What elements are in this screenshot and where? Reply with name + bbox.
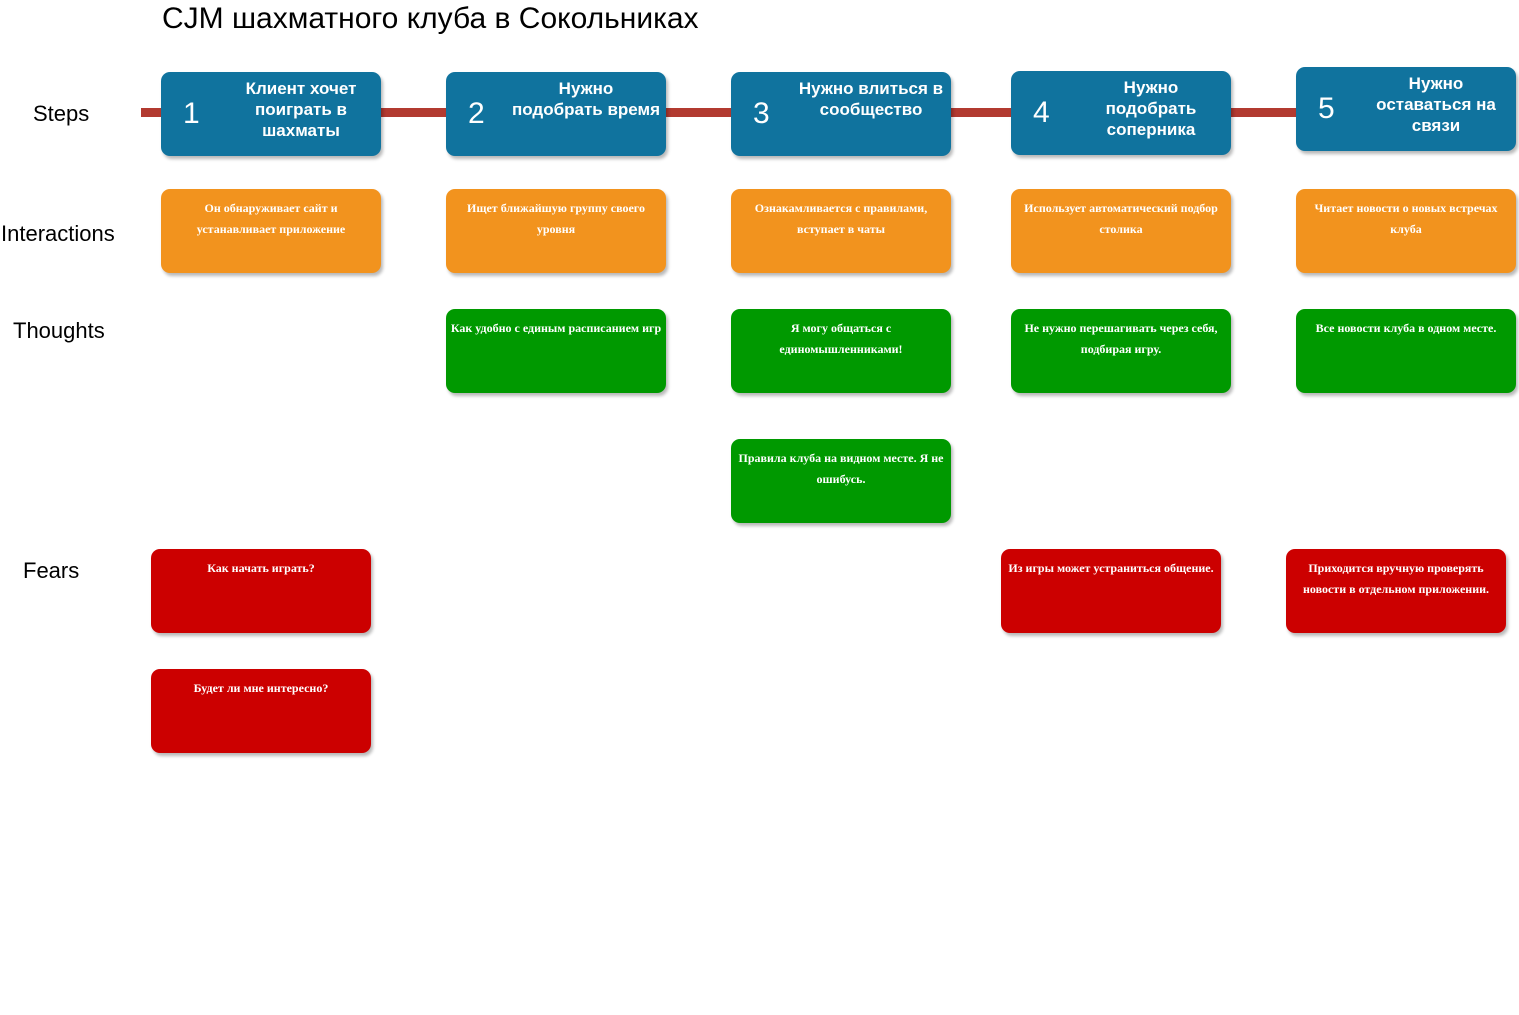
step-number: 1 — [183, 97, 200, 130]
interaction-text: Читает новости о новых встречах клуба — [1314, 201, 1498, 236]
timeline-connector — [141, 108, 1303, 117]
row-label-interactions: Interactions — [1, 221, 115, 246]
step-label: Нужно влиться в сообщество — [798, 79, 944, 119]
fear-card-2[interactable]: Будет ли мне интересно? — [151, 669, 371, 753]
step-card-3[interactable]: 3 Нужно влиться в сообщество — [731, 72, 951, 156]
fear-card-3[interactable]: Из игры может устраниться общение. — [1001, 549, 1221, 633]
diagram-title: CJM шахматного клуба в Сокольниках — [162, 2, 699, 35]
interaction-text: Он обнаруживает сайт и устанавливает при… — [196, 201, 346, 236]
thought-card-5[interactable]: Все новости клуба в одном месте. — [1296, 309, 1516, 393]
fear-card-4[interactable]: Приходится вручную проверять новости в о… — [1286, 549, 1506, 633]
interaction-card-5[interactable]: Читает новости о новых встречах клуба — [1296, 189, 1516, 273]
step-label: Нужно подобрать соперника — [1105, 78, 1197, 139]
thought-card-4[interactable]: Не нужно перешагивать через себя, подбир… — [1011, 309, 1231, 393]
step-number: 2 — [468, 97, 485, 130]
step-number: 5 — [1318, 92, 1335, 125]
interaction-card-1[interactable]: Он обнаруживает сайт и устанавливает при… — [161, 189, 381, 273]
thought-text: Не нужно перешагивать через себя, подбир… — [1024, 321, 1218, 356]
fear-text: Как начать играть? — [207, 561, 315, 575]
step-number: 4 — [1033, 96, 1050, 129]
thought-text: Все новости клуба в одном месте. — [1315, 321, 1497, 335]
thought-card-2[interactable]: Я могу общаться с единомышленниками! — [731, 309, 951, 393]
fear-text: Будет ли мне интересно? — [193, 681, 329, 695]
interaction-card-2[interactable]: Ищет ближайшую группу своего уровня — [446, 189, 666, 273]
interaction-card-4[interactable]: Использует автоматический подбор столика — [1011, 189, 1231, 273]
row-label-thoughts: Thoughts — [13, 318, 105, 343]
step-card-4[interactable]: 4 Нужно подобрать соперника — [1011, 71, 1231, 155]
thought-text: Правила клуба на видном месте. Я не ошиб… — [738, 451, 944, 486]
interaction-text: Использует автоматический подбор столика — [1024, 201, 1218, 236]
step-label: Нужно оставаться на связи — [1376, 74, 1496, 135]
row-label-fears: Fears — [23, 558, 80, 583]
step-card-2[interactable]: 2 Нужно подобрать время — [446, 72, 666, 156]
step-label: Нужно подобрать время — [512, 79, 661, 119]
fear-text: Из игры может устраниться общение. — [1008, 561, 1214, 575]
thought-card-3[interactable]: Правила клуба на видном месте. Я не ошиб… — [731, 439, 951, 523]
fear-text: Приходится вручную проверять новости в о… — [1302, 561, 1490, 596]
thought-card-1[interactable]: Как удобно с единым расписанием игр — [446, 309, 666, 393]
row-label-steps: Steps — [33, 101, 90, 126]
thought-text: Как удобно с единым расписанием игр — [450, 321, 662, 335]
fear-card-1[interactable]: Как начать играть? — [151, 549, 371, 633]
interaction-text: Ознакамливается с правилами, вступает в … — [754, 201, 928, 236]
step-card-1[interactable]: 1 Клиент хочет поиграть в шахматы — [161, 72, 381, 156]
interaction-card-3[interactable]: Ознакамливается с правилами, вступает в … — [731, 189, 951, 273]
thought-text: Я могу общаться с единомышленниками! — [779, 321, 903, 356]
step-card-5[interactable]: 5 Нужно оставаться на связи — [1296, 67, 1516, 151]
step-label: Клиент хочет поиграть в шахматы — [245, 79, 357, 140]
step-number: 3 — [753, 97, 770, 130]
interaction-text: Ищет ближайшую группу своего уровня — [467, 201, 645, 236]
